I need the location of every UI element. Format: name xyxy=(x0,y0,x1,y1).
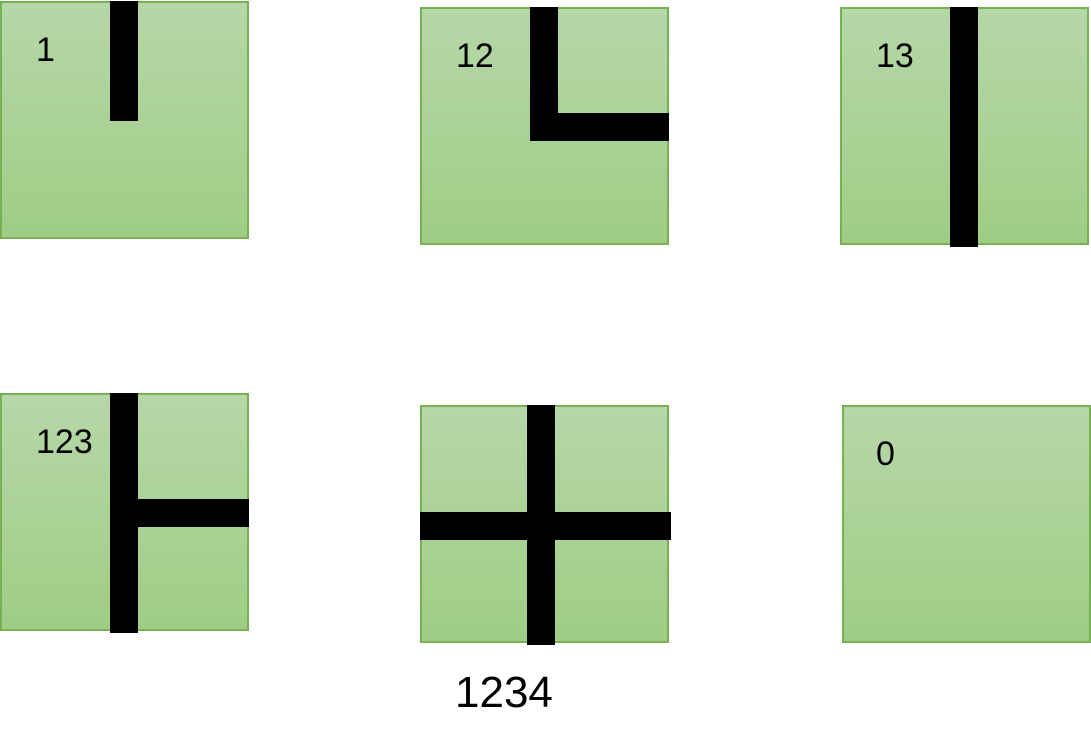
tile-13: 13 xyxy=(840,7,1089,247)
bar-vertical xyxy=(950,7,978,247)
tile-12: 12 xyxy=(420,7,669,245)
caption-1234: 1234 xyxy=(455,668,553,717)
tile-label: 12 xyxy=(456,37,494,75)
tile-label: 1 xyxy=(36,31,55,69)
tile-label: 0 xyxy=(876,435,895,473)
bar-horizontal xyxy=(420,512,671,540)
tile-1: 1 xyxy=(0,1,249,239)
tile-123: 123 xyxy=(0,393,249,633)
bar-right xyxy=(110,499,249,527)
tile-0: 0 xyxy=(842,405,1091,643)
bar-up xyxy=(110,1,138,121)
tile-1234 xyxy=(420,405,671,645)
bar-right xyxy=(530,113,669,141)
tile-label: 13 xyxy=(876,37,914,75)
tile-label: 123 xyxy=(36,423,93,461)
